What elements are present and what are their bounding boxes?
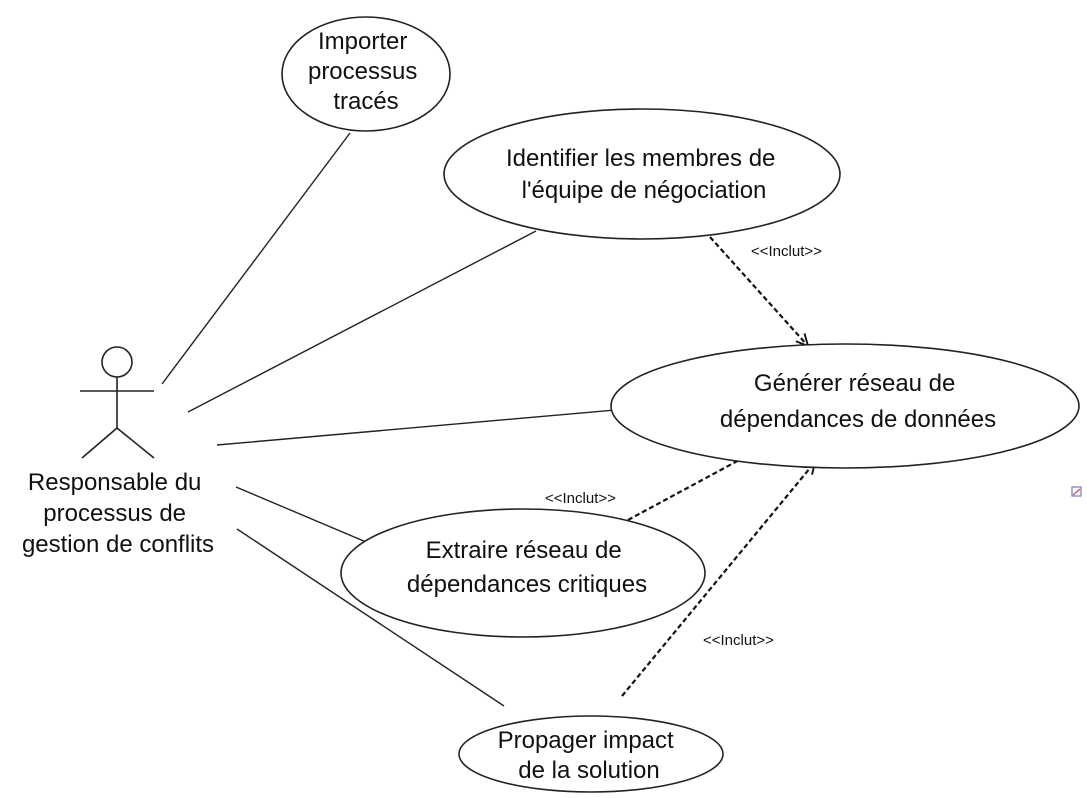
assoc-identifier	[187, 230, 537, 413]
assoc-extraire	[235, 486, 386, 551]
use-case-extraire-label: Extraire réseau de dépendances critiques	[407, 537, 647, 598]
include-dependencies	[621, 236, 815, 697]
use-case-importer-ellipse	[281, 16, 451, 132]
use-case-extraire: Extraire réseau de dépendances critiques	[340, 508, 706, 638]
actor-label: Responsable du processus de gestion de c…	[22, 469, 214, 558]
use-case-propager-ellipse	[458, 715, 724, 793]
include-label-2: <<Inclut>>	[545, 490, 616, 507]
actor-head	[101, 346, 133, 378]
use-case-identifier-label: Identifier les membres de l'équipe de né…	[506, 145, 782, 204]
include-arrow-1	[709, 236, 808, 346]
assoc-generer	[216, 407, 639, 446]
use-case-importer: Importer processus tracés	[281, 16, 451, 132]
use-case-generer-label: Générer réseau de dépendances de données	[720, 370, 996, 433]
include-label-3: <<Inclut>>	[703, 632, 774, 649]
use-case-propager: Propager impact de la solution	[458, 715, 724, 793]
assoc-importer	[161, 132, 351, 385]
actor-leg-left	[81, 427, 118, 459]
associations	[161, 132, 639, 707]
use-case-identifier: Identifier les membres de l'équipe de né…	[443, 108, 841, 240]
actor-figure	[80, 346, 155, 459]
include-arrow-2	[627, 452, 754, 521]
use-case-generer-ellipse	[610, 343, 1080, 469]
include-label-1: <<Inclut>>	[751, 243, 822, 260]
broken-image-icon	[1071, 486, 1082, 497]
actor-leg-right	[116, 427, 155, 459]
assoc-propager	[236, 528, 505, 707]
actor-label-line-1: Responsable du	[28, 469, 201, 496]
use-case-extraire-ellipse	[340, 508, 706, 638]
actor-label-line-3: gestion de conflits	[22, 531, 214, 558]
use-case-propager-label: Propager impact de la solution	[498, 727, 681, 784]
use-case-importer-label: Importer processus tracés	[308, 28, 424, 115]
use-case-identifier-ellipse	[443, 108, 841, 240]
actor-label-line-2: processus de	[43, 500, 186, 527]
include-arrow-3	[621, 462, 815, 697]
use-case-generer: Générer réseau de dépendances de données	[610, 343, 1080, 469]
